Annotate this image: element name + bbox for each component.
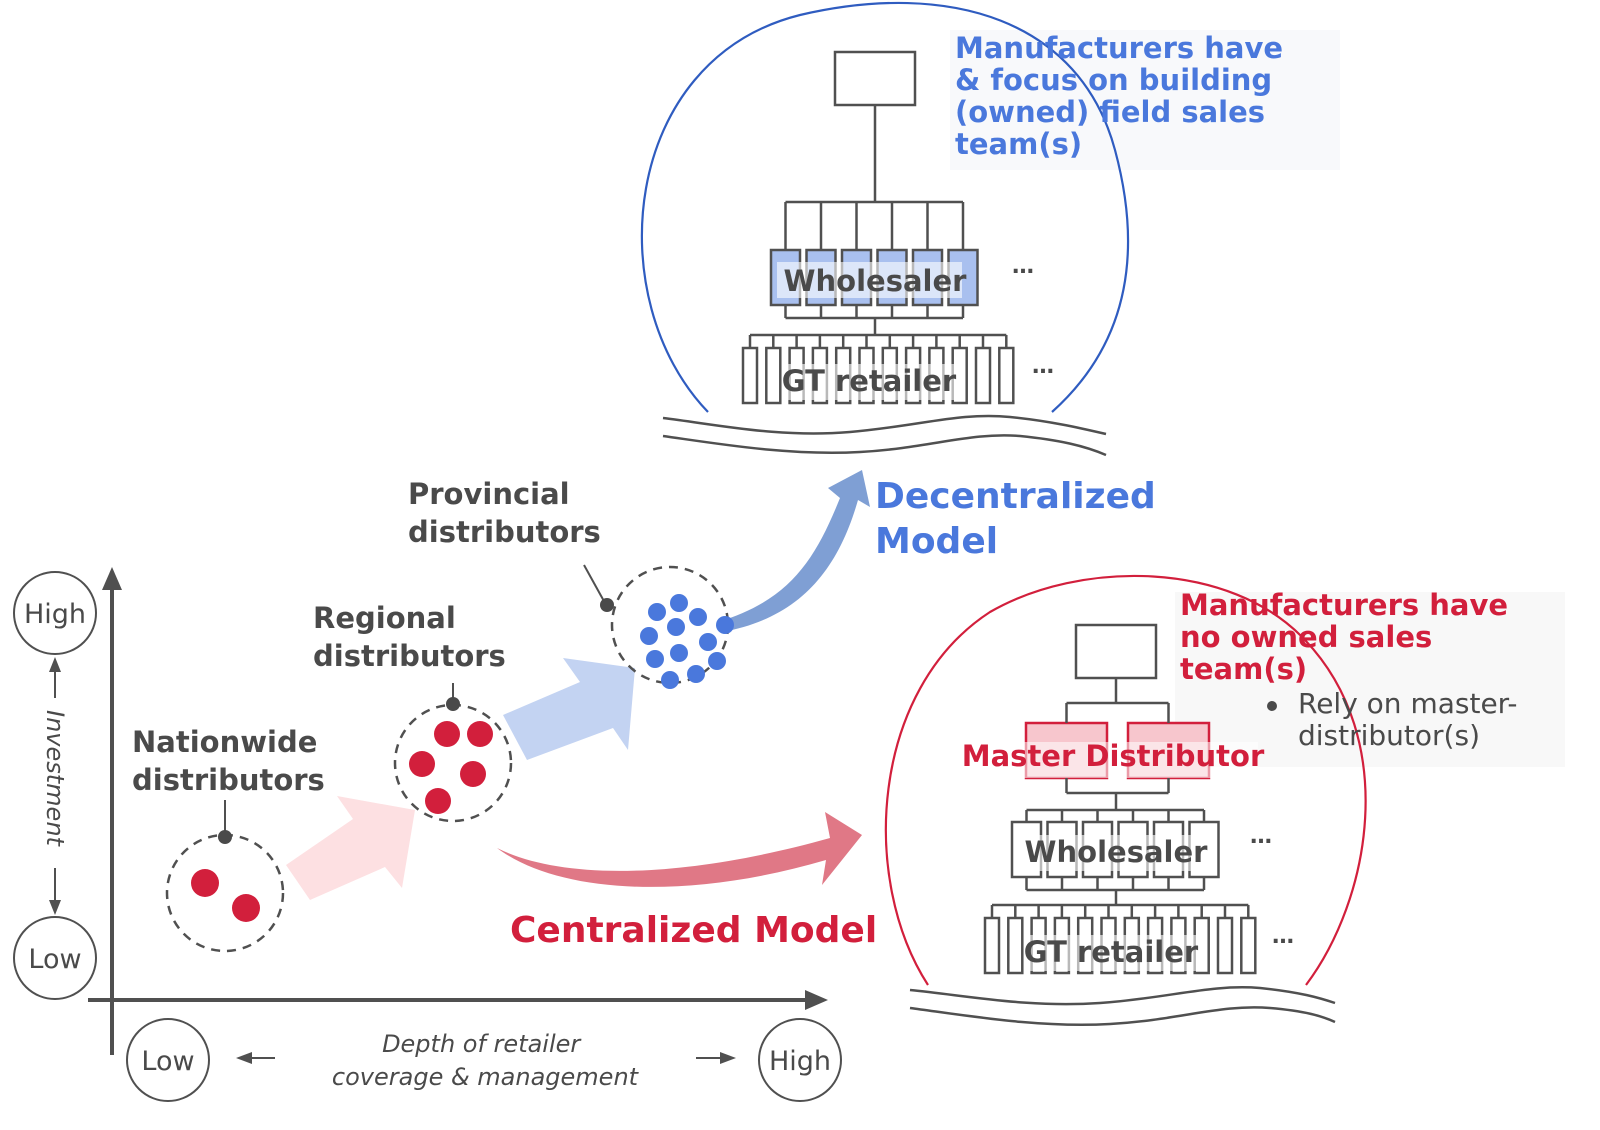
centralized-bullet-text: Rely on master- distributor(s) (1298, 687, 1526, 752)
distributor-dot (648, 603, 666, 621)
wholesaler-ellipsis: … (1012, 254, 1034, 279)
distributor-dot (670, 594, 688, 612)
pin-dot-icon (600, 598, 614, 612)
arrow-to-decentralized (718, 470, 870, 632)
distributor-dot (409, 751, 435, 777)
stage-label: Regional distributors (313, 601, 506, 673)
arrow-to-centralized (497, 812, 862, 887)
ground-wave-bottom (662, 434, 1107, 457)
x-low-label: Low (141, 1046, 194, 1077)
distributor-dot (708, 652, 726, 670)
retailer-label: GT retailer (1024, 935, 1199, 969)
distributor-dot (687, 665, 705, 683)
x-left-arrow-icon (236, 1052, 252, 1064)
cluster-outline (165, 833, 285, 953)
master-distributor-label: Master Distributor (962, 739, 1265, 773)
manufacturer-box (833, 50, 917, 107)
retailer-box (1216, 916, 1234, 975)
ground-wave-top (909, 986, 1336, 1006)
x-right-arrow-icon (720, 1052, 736, 1064)
wholesaler-label: Wholesaler (784, 264, 968, 298)
retailer-box (974, 346, 992, 405)
y-axis-arrowhead (102, 567, 122, 590)
retailer-label: GT retailer (782, 364, 957, 398)
arrow-regional-to-provincial (503, 658, 635, 760)
y-low-label: Low (28, 944, 81, 975)
distributor-dot (640, 627, 658, 645)
stage-label: Provincial distributors (408, 477, 601, 549)
centralized-circle (884, 574, 1367, 986)
ground-wave-bottom (909, 1006, 1336, 1027)
wholesaler-ellipsis: … (1250, 824, 1272, 849)
retailer-box (765, 346, 782, 405)
decentralized-model-title: Decentralized Model (875, 476, 1168, 562)
retailer-box (983, 916, 1001, 975)
x-axis-arrowhead (805, 990, 828, 1010)
y-up-arrow-icon (49, 657, 61, 672)
distributor-dot (716, 616, 734, 634)
bullet-icon (1267, 701, 1277, 711)
distributor-dot (191, 869, 219, 897)
stage-label: Nationwide distributors (132, 725, 327, 797)
retailer-box (998, 346, 1015, 405)
axes: High Low Investment Low High Depth of re… (13, 567, 842, 1102)
decentralized-desc-bg (950, 30, 1340, 170)
decentralized-description: Manufacturers have & focus on building (… (955, 31, 1293, 161)
distributor-dot (467, 721, 493, 747)
retailer-box (1007, 916, 1024, 975)
manufacturer-box (1074, 623, 1158, 680)
stage-regional: Regional distributors (313, 601, 513, 823)
distributor-dot (689, 608, 707, 626)
pin-dot-icon (446, 697, 460, 711)
y-low-badge (13, 916, 97, 1000)
decentralized-circle (640, 1, 1130, 413)
ground-wave-top (662, 414, 1107, 436)
y-high-badge (13, 571, 97, 655)
retailer-ellipsis: … (1272, 924, 1294, 949)
centralized-desc-bg (1175, 592, 1565, 767)
centralized-model-title: Centralized Model (510, 910, 877, 951)
y-axis-title: Investment (41, 710, 69, 848)
x-high-badge (758, 1018, 842, 1102)
distributor-dot (232, 894, 260, 922)
distributor-dot (699, 633, 717, 651)
distributor-dot (670, 644, 688, 662)
arrow-nationwide-to-regional (286, 796, 415, 900)
pin-dot-icon (218, 830, 232, 844)
y-down-arrow-icon (49, 900, 61, 915)
retailer-ellipsis: … (1032, 354, 1054, 379)
distributor-dot (661, 671, 679, 689)
distributor-dot (425, 788, 451, 814)
x-axis-title: Depth of retailer coverage & management (332, 1030, 640, 1091)
distributor-dot (434, 721, 460, 747)
x-high-label: High (769, 1046, 831, 1077)
distributor-dot (646, 650, 664, 668)
stage-provincial: Provincial distributors (408, 477, 734, 689)
distributor-dot (460, 761, 486, 787)
centralized-description: Manufacturers have no owned sales team(s… (1180, 588, 1518, 686)
retailer-box (1240, 916, 1257, 975)
wholesaler-label: Wholesaler (1025, 835, 1209, 869)
distributor-dot (667, 618, 685, 636)
stage-nationwide: Nationwide distributors (132, 725, 327, 953)
retailer-box (741, 346, 759, 405)
y-high-label: High (24, 599, 86, 630)
x-low-badge (126, 1018, 210, 1102)
